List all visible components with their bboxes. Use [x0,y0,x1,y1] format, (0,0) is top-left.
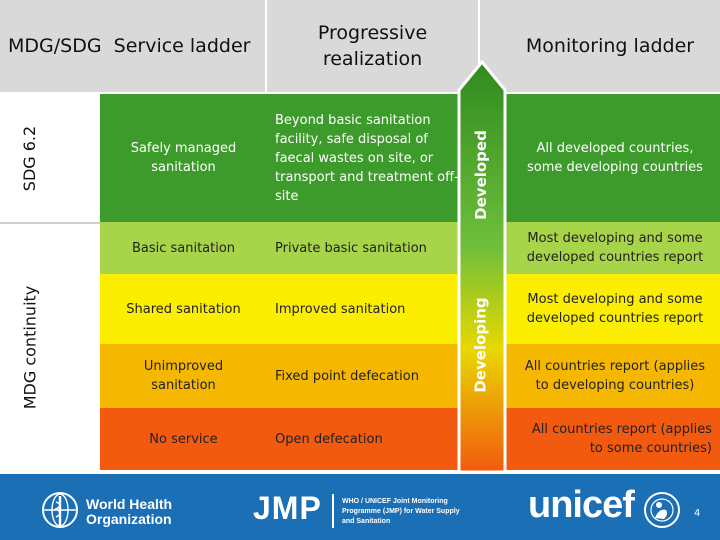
row-safely-managed-monitoring: All developed countries, some developing… [510,94,720,222]
progressive-realization-header: Progressive realization [267,0,478,92]
monitoring-ladder-header: Monitoring ladder [480,0,720,92]
footer-bar [0,474,720,540]
jmp-wordmark: JMP [253,490,322,526]
sdg-label-cell: SDG 6.2 [0,94,100,222]
arrow-developed-label-box: Developed [461,110,501,240]
service-ladder-header: MDG/SDG Service ladder [0,0,265,92]
monitoring-ladder-title: Monitoring ladder [525,35,695,57]
sdg-label: SDG 6.2 [20,125,40,191]
row-shared-service: Shared sanitation [100,274,267,344]
row-safely-managed-service: Safely managed sanitation [100,94,267,222]
row-unimproved-service: Unimproved sanitation [100,344,267,408]
jmp-divider [332,494,334,528]
row-basic-monitoring: Most developing and some developed count… [510,222,720,274]
row-unimproved-realization: Fixed point defecation [267,344,480,408]
jmp-desc-line-3: and Sanitation [342,518,391,525]
jmp-description: WHO / UNICEF Joint Monitoring Programme … [342,497,460,527]
sdg-divider [0,222,100,224]
service-ladder-title: MDG/SDG Service ladder [8,35,251,57]
who-wordmark: World Health Organization [86,497,172,527]
row-shared-realization: Improved sanitation [267,274,480,344]
row-basic-service: Basic sanitation [100,222,267,274]
jmp-desc-line-1: WHO / UNICEF Joint Monitoring [342,498,448,505]
page-number: 4 [694,508,701,519]
row-basic-realization: Private basic sanitation [267,222,480,274]
who-line-2: Organization [86,511,172,527]
arrow-developing-label-box: Developing [461,280,501,410]
unicef-emblem-icon [644,492,680,528]
row-shared-monitoring: Most developing and some developed count… [510,274,720,344]
progressive-realization-title: Progressive realization [317,22,428,70]
who-line-1: World Health [86,496,173,512]
mdg-label-cell: MDG continuity [0,224,100,470]
jmp-desc-line-2: Programme (JMP) for Water Supply [342,508,460,515]
row-no-service-realization: Open defecation [267,408,480,470]
arrow-developing-label: Developing [472,297,491,393]
row-no-service-monitoring: All countries report (applies to some co… [510,408,720,470]
unicef-wordmark: unicef [528,484,635,526]
mdg-label: MDG continuity [20,285,40,409]
arrow-developed-label: Developed [472,130,491,220]
progress-arrow-icon [457,60,507,474]
row-unimproved-monitoring: All countries report (applies to develop… [510,344,720,408]
row-safely-managed-realization: Beyond basic sanitation facility, safe d… [267,94,480,222]
row-no-service-service: No service [100,408,267,470]
who-emblem-icon [42,492,78,528]
